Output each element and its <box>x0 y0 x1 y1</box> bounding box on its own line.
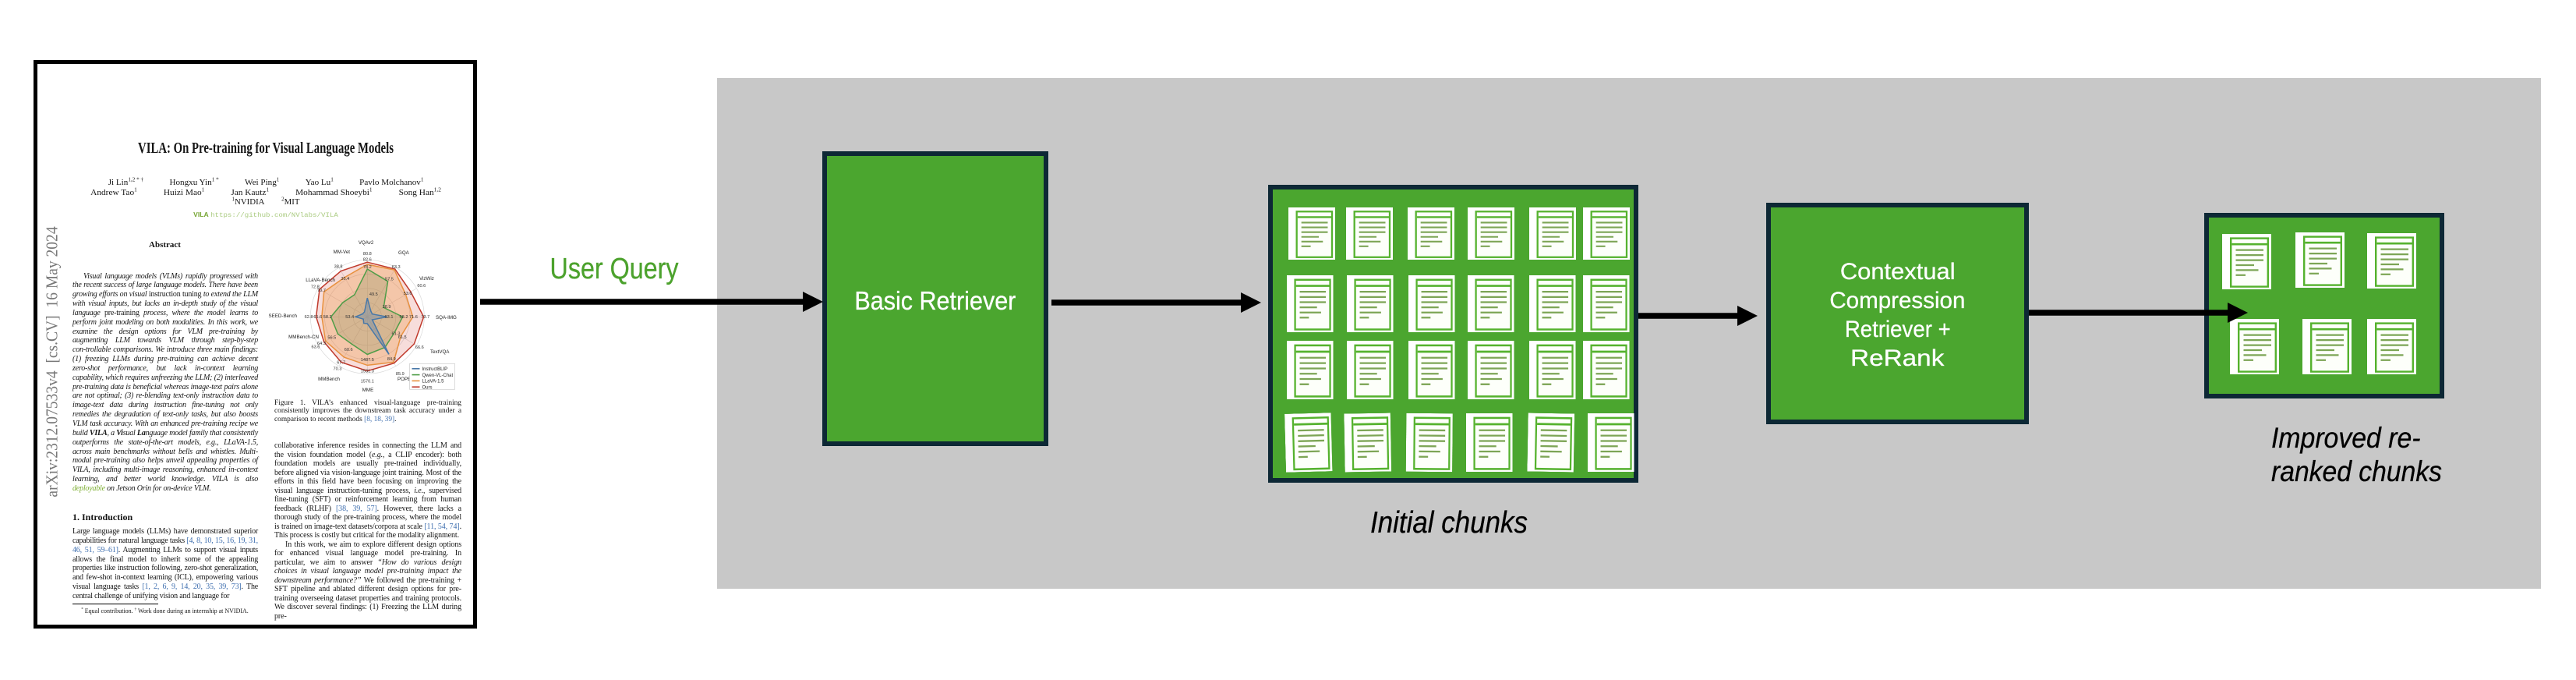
svg-text:67.7: 67.7 <box>337 360 345 365</box>
svg-text:35.4: 35.4 <box>341 277 349 282</box>
svg-text:38.8: 38.8 <box>334 265 343 270</box>
svg-text:56.5: 56.5 <box>327 335 336 340</box>
svg-text:LLaVA-Bench: LLaVA-Bench <box>306 278 335 283</box>
svg-text:61.6: 61.6 <box>313 315 322 320</box>
svg-text:POPE: POPE <box>398 377 411 382</box>
svg-text:MM-Vet: MM-Vet <box>334 250 351 255</box>
svg-text:MME: MME <box>362 388 373 393</box>
svg-text:64.3: 64.3 <box>317 342 326 346</box>
svg-text:63.6: 63.6 <box>311 345 320 349</box>
svg-text:MMBench-CN: MMBench-CN <box>288 335 319 340</box>
svg-text:58.2: 58.2 <box>323 315 332 320</box>
svg-text:80.8: 80.8 <box>363 252 372 257</box>
svg-text:TextVQA: TextVQA <box>430 349 450 355</box>
svg-text:60.6: 60.6 <box>417 284 426 289</box>
svg-text:SQA-IMG: SQA-IMG <box>436 315 457 321</box>
svg-text:78.2: 78.2 <box>363 265 372 270</box>
svg-text:63.3: 63.3 <box>392 265 401 270</box>
svg-text:Ours: Ours <box>422 385 433 390</box>
svg-text:61.3: 61.3 <box>392 331 401 336</box>
svg-text:49.5: 49.5 <box>369 292 378 297</box>
svg-text:53.6: 53.6 <box>404 292 412 296</box>
svg-text:1531.3: 1531.3 <box>361 370 374 374</box>
svg-text:61.5: 61.5 <box>398 335 407 340</box>
svg-text:66.6: 66.6 <box>415 345 424 350</box>
svg-text:71.6: 71.6 <box>409 315 418 320</box>
svg-text:63.1: 63.1 <box>385 315 394 320</box>
svg-text:68.2: 68.2 <box>400 315 408 320</box>
svg-text:53.4: 53.4 <box>345 315 354 320</box>
svg-text:85.9: 85.9 <box>396 372 405 377</box>
svg-text:1570.1: 1570.1 <box>361 380 374 384</box>
svg-text:VQAv2: VQAv2 <box>359 240 374 246</box>
svg-text:60.6: 60.6 <box>345 348 353 352</box>
svg-text:VizWiz: VizWiz <box>419 276 434 282</box>
svg-text:70.7: 70.7 <box>317 289 326 293</box>
svg-text:82.6: 82.6 <box>363 258 372 263</box>
svg-text:70.3: 70.3 <box>334 367 342 372</box>
svg-text:LLaVA-1.5: LLaVA-1.5 <box>422 380 445 384</box>
svg-text:Qwen-VL-Chat: Qwen-VL-Chat <box>422 374 454 378</box>
svg-text:1487.5: 1487.5 <box>361 358 374 363</box>
svg-text:InstructBLIP: InstructBLIP <box>422 367 448 372</box>
svg-text:MMBench: MMBench <box>318 377 340 382</box>
svg-text:57.5: 57.5 <box>385 277 394 282</box>
svg-text:SEED-Bench: SEED-Bench <box>269 313 298 319</box>
svg-text:84.9: 84.9 <box>387 357 396 362</box>
svg-text:GQA: GQA <box>398 250 410 256</box>
svg-text:73.7: 73.7 <box>421 315 429 320</box>
svg-text:62.8: 62.8 <box>305 315 313 320</box>
svg-text:38.9: 38.9 <box>383 305 391 310</box>
svg-text:72.8: 72.8 <box>311 285 320 289</box>
